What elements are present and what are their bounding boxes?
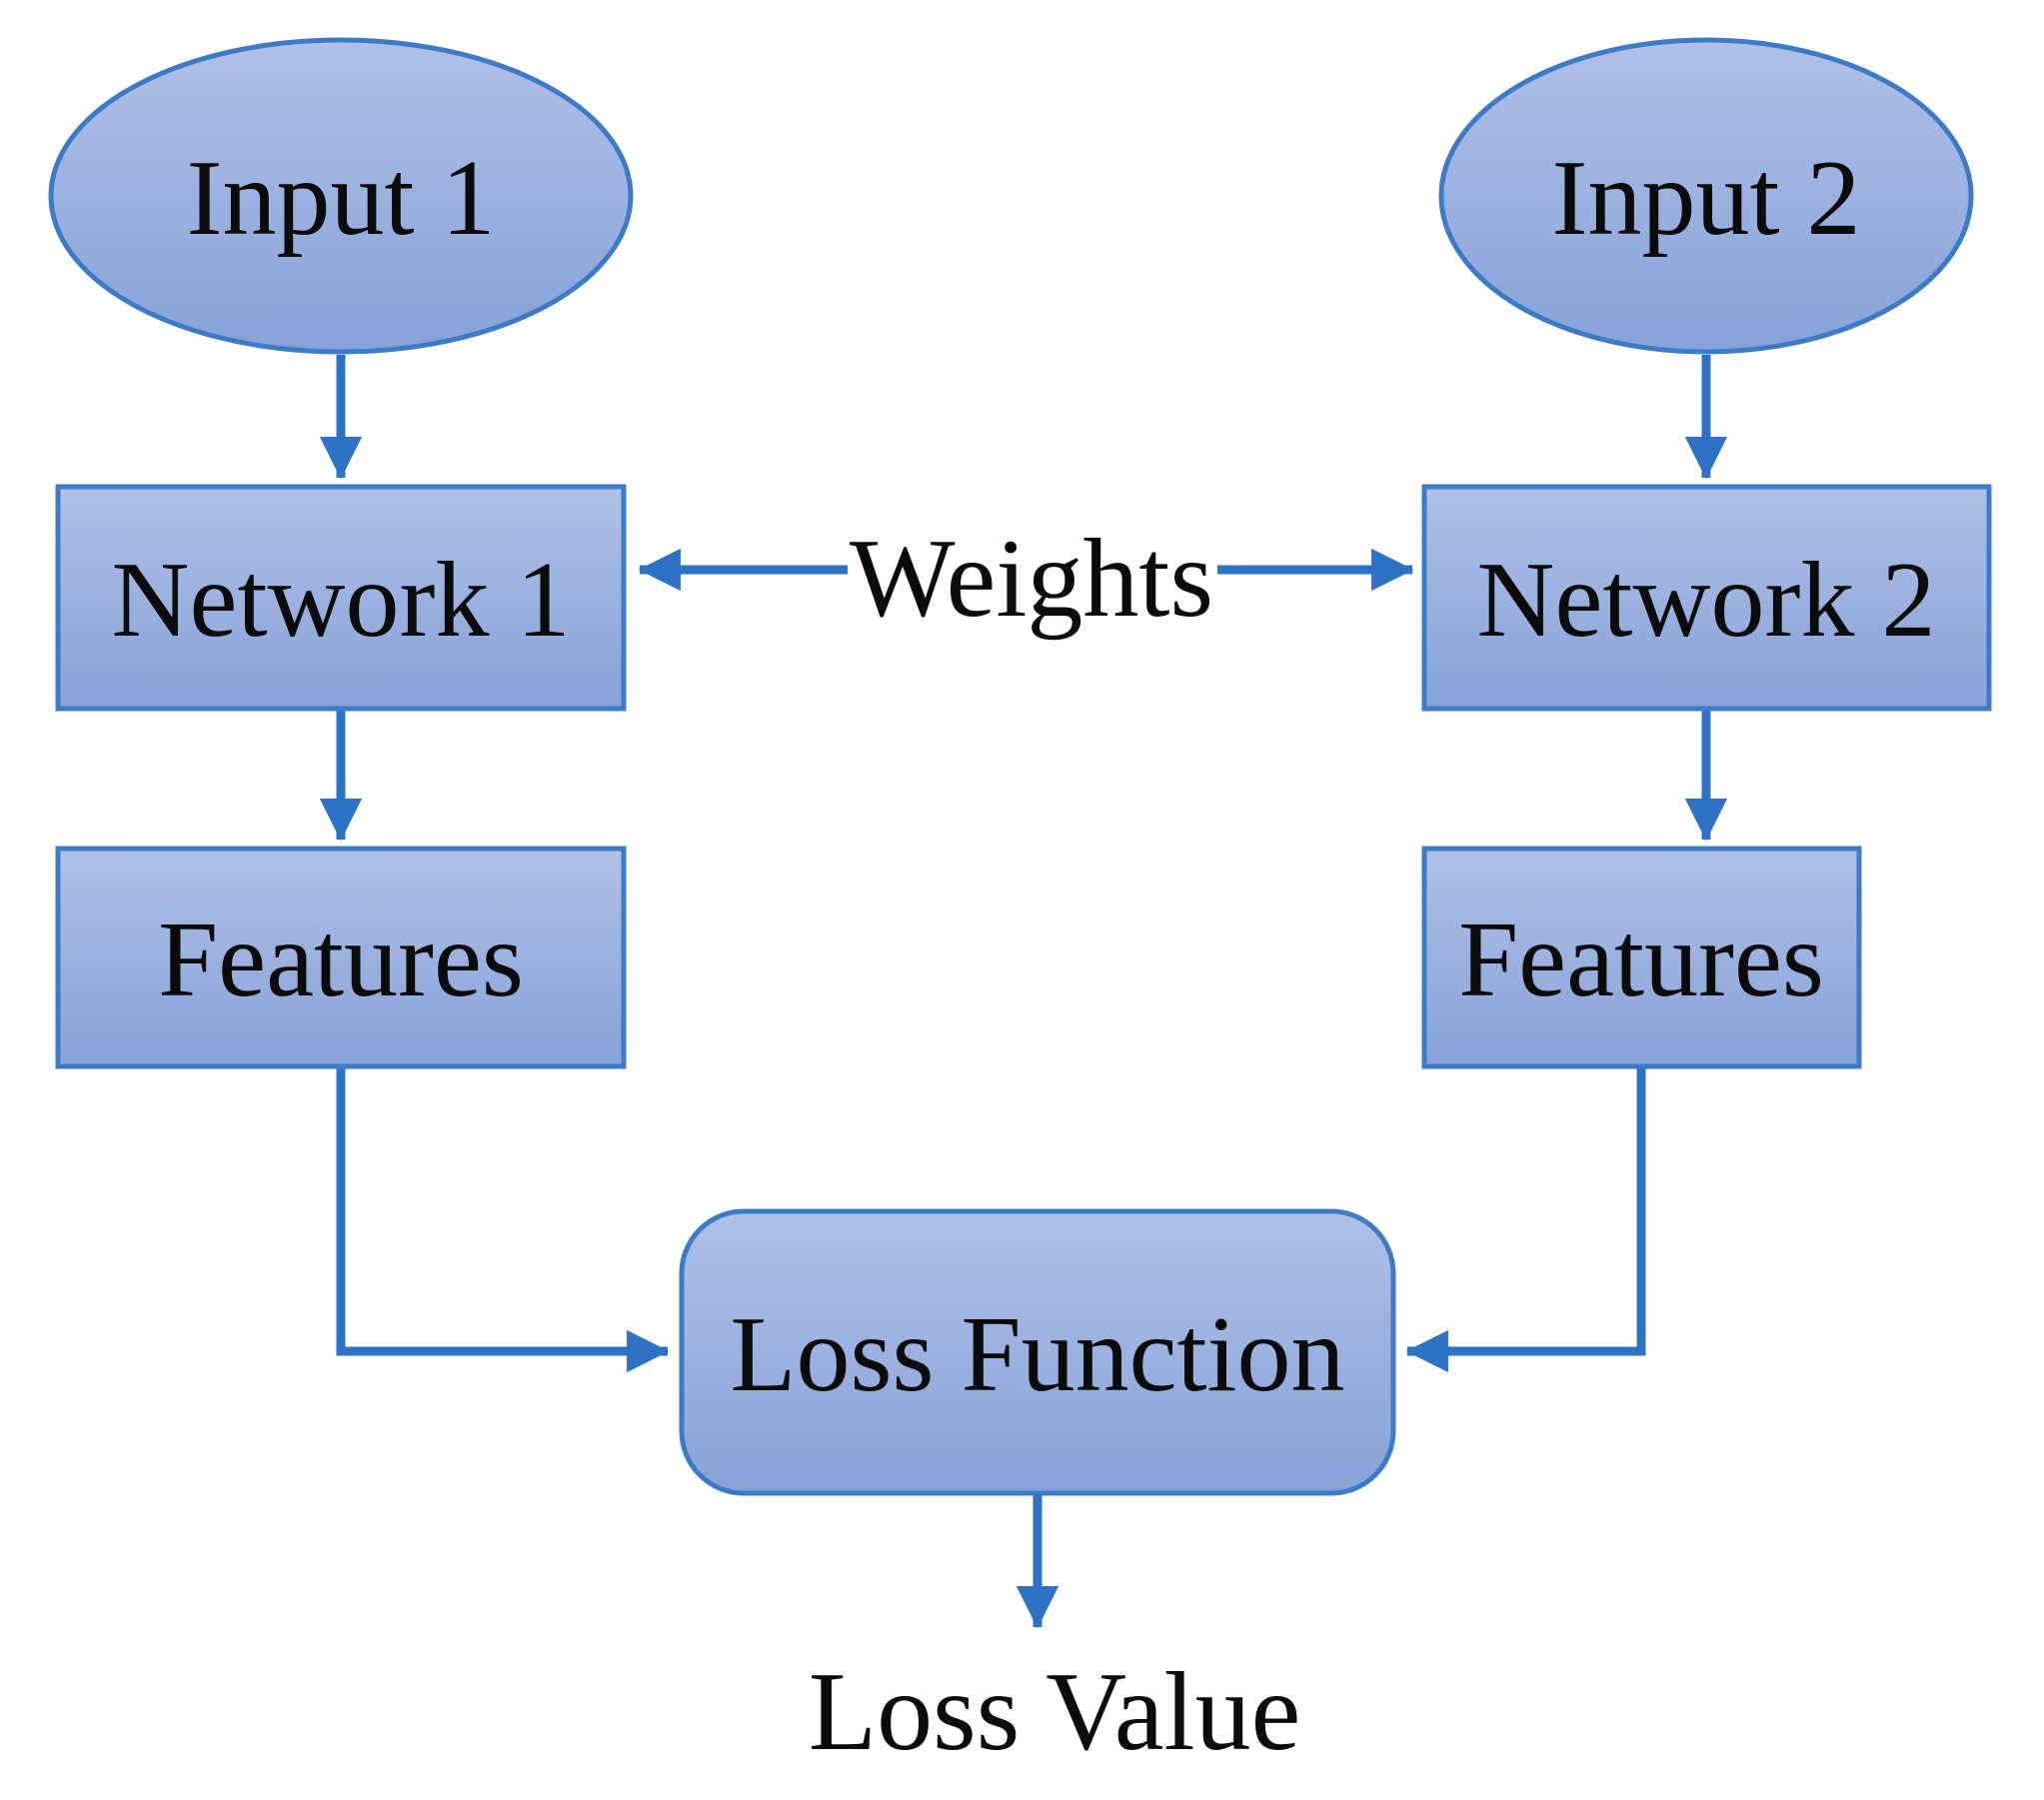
input1-label: Input 1 — [187, 139, 496, 258]
network2-label: Network 2 — [1477, 541, 1936, 660]
loss-function-label: Loss Function — [730, 1295, 1344, 1414]
loss-function-box — [679, 1208, 1396, 1496]
elbow-features1-to-loss — [336, 1066, 670, 1373]
features2-box — [1421, 846, 1862, 1069]
weights-label: Weights — [850, 517, 1213, 641]
network1-label: Network 1 — [112, 541, 571, 660]
network2-box — [1421, 484, 1992, 712]
input2-label: Input 2 — [1552, 139, 1861, 258]
features2-label: Features — [1458, 900, 1824, 1019]
input1-ellipse — [48, 37, 634, 355]
input2-ellipse — [1438, 37, 1974, 355]
network1-box — [55, 484, 627, 712]
features1-label: Features — [158, 900, 524, 1019]
elbow-features2-to-loss — [1405, 1066, 1646, 1373]
loss-value-label: Loss Value — [809, 1650, 1301, 1774]
features1-box — [55, 846, 627, 1069]
